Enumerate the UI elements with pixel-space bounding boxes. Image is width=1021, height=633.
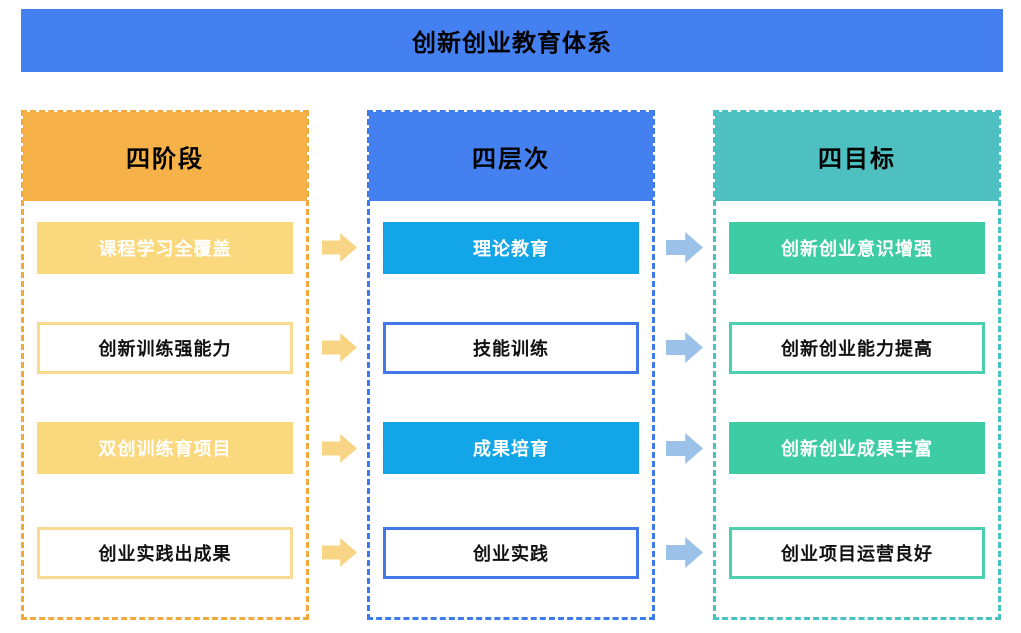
right-arrow-icon bbox=[322, 333, 357, 362]
page-title: 创新创业教育体系 bbox=[412, 30, 612, 57]
goal-item-projects-well-run: 创业项目运营良好 bbox=[729, 527, 985, 579]
column-four-stages-header: 四阶段 bbox=[23, 112, 307, 201]
right-arrow-icon bbox=[322, 233, 357, 262]
column-four-levels-header: 四层次 bbox=[369, 112, 653, 201]
stage-item-dual-training: 双创训练育项目 bbox=[37, 422, 293, 474]
goal-item-ability-improved: 创新创业能力提高 bbox=[729, 322, 985, 374]
stage-item-practice-results: 创业实践出成果 bbox=[37, 527, 293, 579]
column-four-goals-title: 四目标 bbox=[818, 146, 896, 173]
column-four-levels-title: 四层次 bbox=[472, 146, 550, 173]
stage-item-course-learning: 课程学习全覆盖 bbox=[37, 222, 293, 274]
right-arrow-icon bbox=[322, 434, 357, 463]
column-four-stages-title: 四阶段 bbox=[126, 146, 204, 173]
column-four-goals: 四目标 创新创业意识增强 创新创业能力提高 创新创业成果丰富 创业项目运营良好 bbox=[713, 110, 1001, 620]
stage-item-innovation-training: 创新训练强能力 bbox=[37, 322, 293, 374]
right-arrow-icon bbox=[322, 538, 357, 567]
right-arrow-icon bbox=[666, 537, 703, 568]
level-item-entrepreneur-practice: 创业实践 bbox=[383, 527, 639, 579]
level-item-result-cultivation: 成果培育 bbox=[383, 422, 639, 474]
right-arrow-icon bbox=[666, 433, 703, 464]
right-arrow-icon bbox=[666, 232, 703, 263]
level-item-theory-education: 理论教育 bbox=[383, 222, 639, 274]
goal-item-awareness-enhanced: 创新创业意识增强 bbox=[729, 222, 985, 274]
column-four-levels: 四层次 理论教育 技能训练 成果培育 创业实践 bbox=[367, 110, 655, 620]
goal-item-results-abundant: 创新创业成果丰富 bbox=[729, 422, 985, 474]
column-four-goals-header: 四目标 bbox=[715, 112, 999, 201]
right-arrow-icon bbox=[666, 332, 703, 363]
column-four-stages: 四阶段 课程学习全覆盖 创新训练强能力 双创训练育项目 创业实践出成果 bbox=[21, 110, 309, 620]
title-banner: 创新创业教育体系 bbox=[21, 9, 1003, 72]
level-item-skill-training: 技能训练 bbox=[383, 322, 639, 374]
